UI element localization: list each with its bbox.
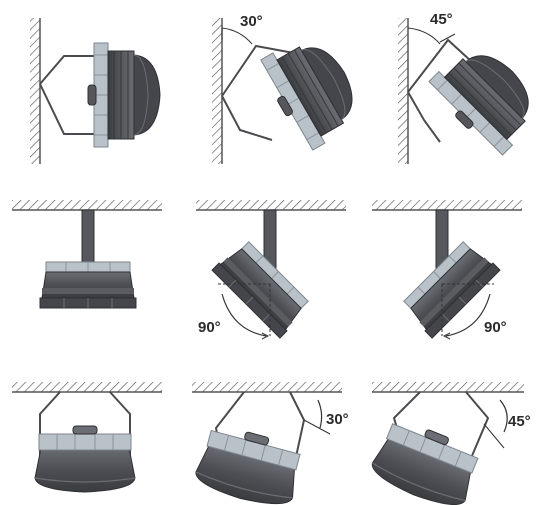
ceiling-hatch-icon: [12, 382, 162, 392]
ceiling-hatch-icon: [372, 382, 524, 392]
ceiling-hatch-icon: [372, 200, 522, 210]
wall-mount-0: [30, 18, 161, 164]
ceiling-mount-0: [12, 382, 162, 493]
angle-label-ceiling-45: 45°: [508, 413, 531, 430]
angle-label-wall-30: 30°: [240, 13, 263, 30]
angle-arc-icon: [317, 399, 323, 429]
wall-mount-45: 45°: [398, 11, 547, 164]
ceiling-mount-30: 30°: [191, 382, 349, 505]
light-fixture-icon: [366, 414, 486, 505]
ceiling-hatch-icon: [12, 200, 162, 210]
light-fixture-icon: [39, 261, 137, 309]
pendant-mount-90-left: 90°: [196, 200, 346, 340]
angle-label-wall-45: 45°: [430, 11, 453, 28]
angle-label-pendant-right: 90°: [484, 319, 507, 336]
pendant-mount-0: [12, 200, 162, 309]
ceiling-hatch-icon: [192, 382, 342, 392]
wall-hatch-icon: [398, 18, 408, 164]
wall-mount-30: 30°: [212, 13, 371, 164]
light-fixture-icon: [87, 42, 161, 148]
angle-label-pendant-left: 90°: [198, 319, 221, 336]
wall-hatch-icon: [30, 18, 40, 164]
angle-label-ceiling-30: 30°: [326, 411, 349, 428]
angle-arc-icon: [407, 27, 441, 45]
angle-arc-icon: [221, 293, 267, 337]
ceiling-mount-45: 45°: [366, 382, 531, 505]
angle-arc-icon: [445, 293, 491, 337]
light-fixture-icon: [191, 421, 307, 505]
angle-arc-icon: [221, 27, 253, 45]
angle-arc-icon: [499, 399, 508, 433]
light-fixture-icon: [34, 425, 136, 493]
ceiling-hatch-icon: [196, 200, 346, 210]
wall-hatch-icon: [212, 18, 222, 164]
light-fixture-icon: [211, 237, 313, 339]
light-fixture-icon: [255, 26, 371, 154]
light-fixture-icon: [424, 34, 547, 160]
pendant-mount-90-right: 90°: [372, 200, 522, 340]
